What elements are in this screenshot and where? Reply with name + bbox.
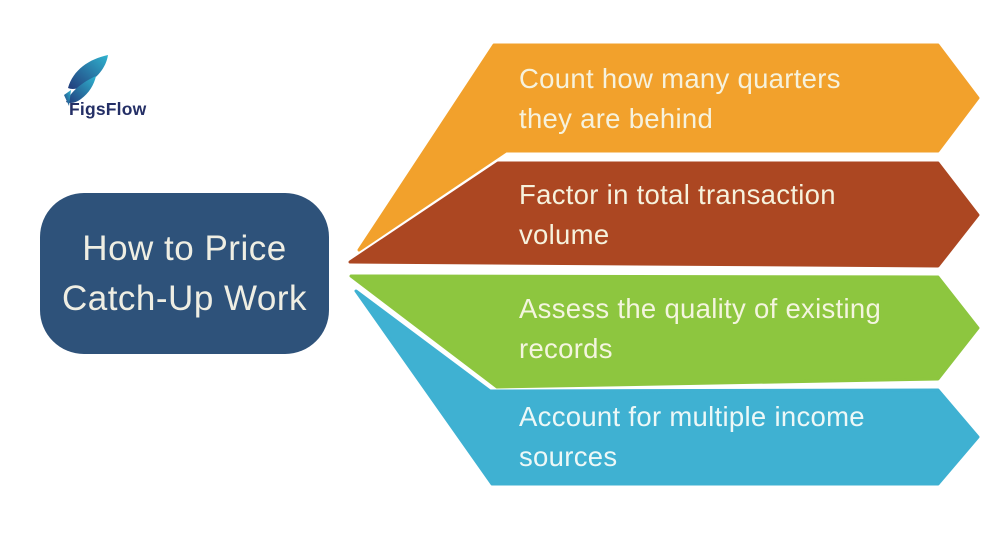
figsflow-leaf-icon [64, 55, 108, 106]
page-title: How to Price Catch-Up Work [40, 193, 329, 354]
arrow-banner-4-shape [354, 289, 980, 486]
banner-4-line-2: sources [519, 441, 618, 472]
banner-1-line-1: Count how many quarters [519, 62, 841, 94]
figsflow-logo: FigsFlow [58, 54, 178, 124]
figsflow-wordmark: FigsFlow [69, 99, 147, 119]
leaf-bottom [66, 76, 96, 103]
title-line-1: How to Price [82, 228, 287, 268]
banner-2-line-1: Factor in total transaction [519, 178, 836, 210]
leaf-tail [64, 90, 71, 106]
banner-4-text: Account for multiple income sources [519, 389, 964, 485]
arrow-banner-1-shape [357, 43, 980, 252]
banner-1-text: Count how many quarters they are behind [519, 45, 964, 152]
title-box [40, 193, 329, 354]
banner-1-line-2: they are behind [519, 102, 714, 134]
banner-3-text: Assess the quality of existing records [519, 276, 964, 382]
arrow-banner-3-shape [349, 274, 980, 389]
arrow-banner-2-shape [348, 161, 980, 268]
banner-3-line-2: records [519, 333, 613, 364]
banner-4-line-1: Account for multiple income [519, 401, 865, 432]
banner-2-line-2: volume [519, 218, 610, 250]
title-line-2: Catch-Up Work [61, 278, 308, 318]
banner-2-text: Factor in total transaction volume [519, 162, 964, 267]
banner-3-line-1: Assess the quality of existing [519, 293, 882, 324]
leaf-top [68, 55, 108, 89]
